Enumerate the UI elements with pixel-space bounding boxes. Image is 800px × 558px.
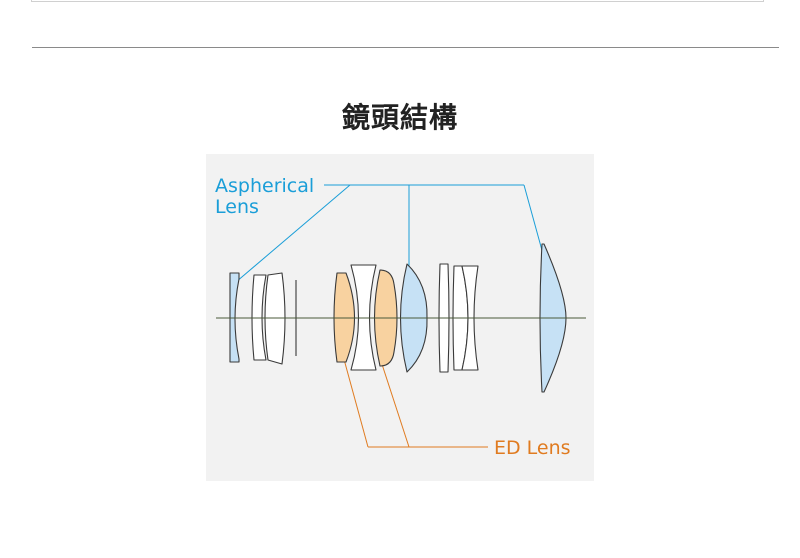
aspherical-label-line1: Aspherical <box>215 175 314 197</box>
section-divider <box>32 47 779 48</box>
ed-label: ED Lens <box>494 437 571 459</box>
lens-construction-diagram: Aspherical Lens ED Lens <box>206 154 594 481</box>
aspherical-label-line2: Lens <box>215 196 259 218</box>
aspherical-leader-lines <box>235 184 544 283</box>
page-title: 鏡頭結構 <box>341 101 458 134</box>
top-panel-border <box>31 0 764 2</box>
ed-leader-lines <box>341 351 488 448</box>
